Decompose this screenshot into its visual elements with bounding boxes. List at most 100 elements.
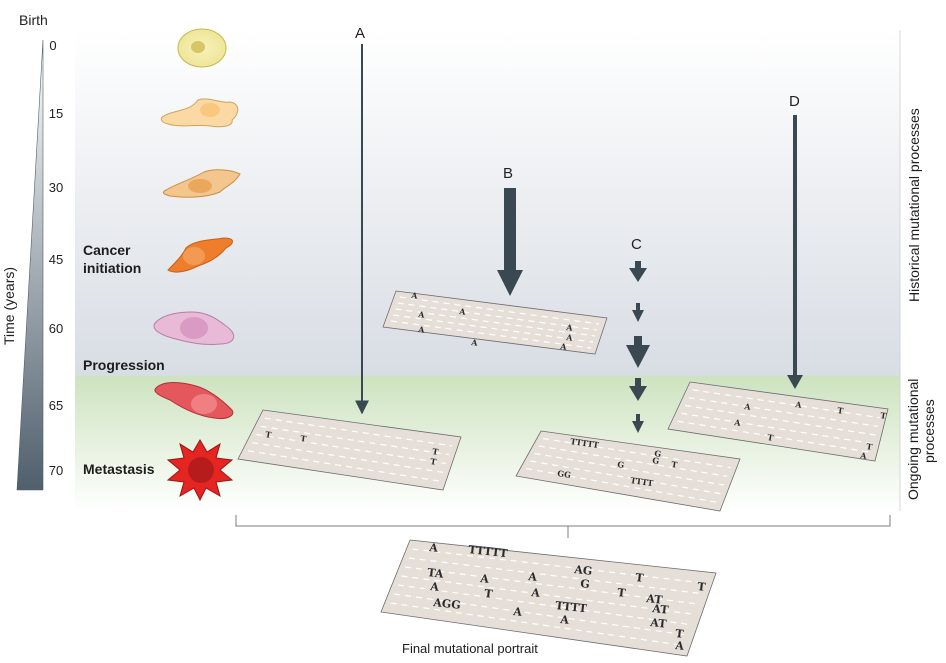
- process-b-label: B: [503, 165, 514, 182]
- genome-card-b-mutation: A: [417, 309, 426, 320]
- final-portrait-card-sheet: [380, 539, 717, 657]
- genome-card-a-mutation: T: [300, 433, 307, 444]
- final-portrait-card-mutation: G: [580, 577, 591, 591]
- tick-0: 0: [49, 38, 57, 53]
- genome-card-c-mutation: GG: [557, 468, 572, 480]
- genome-card-c-sequence-line: [538, 445, 728, 477]
- genome-card-b-sequence-line: [395, 308, 596, 337]
- normal-cell-icon: [177, 28, 227, 68]
- genome-card-a-mutation: T: [265, 429, 272, 440]
- cancer-initiation-label: Cancer initiation: [83, 242, 142, 276]
- final-portrait-card-mutation: A: [527, 570, 538, 584]
- progression-label: Progression: [83, 357, 165, 373]
- genome-card-a-sequence-line: [264, 417, 453, 447]
- final-portrait-card-mutation: A: [512, 605, 523, 619]
- genome-card-d-mutation: A: [733, 417, 742, 428]
- final-portrait-card-sequence-line: [405, 566, 700, 605]
- merge-bracket: [235, 515, 891, 538]
- final-portrait-card-mutation: A: [559, 613, 570, 627]
- time-axis-title: Time (years): [1, 266, 17, 345]
- final-portrait-card-mutation: T: [697, 580, 707, 594]
- final-portrait-card-mutation: T: [675, 627, 685, 641]
- genome-card-b-sequence-line: [399, 296, 600, 325]
- genome-card-b-mutation: A: [470, 337, 479, 348]
- initiated-cell-icon: [167, 237, 233, 273]
- genome-card-b-sequence-line: [397, 302, 598, 331]
- process-d-label: D: [789, 93, 800, 110]
- genome-card-d-mutation: A: [794, 399, 803, 410]
- mutated-cell-15-icon: [160, 98, 239, 128]
- genome-card-c-mutation: G: [617, 459, 625, 470]
- final-portrait-card-sequence-line: [408, 557, 703, 595]
- genome-card-c-mutation: T: [671, 459, 678, 470]
- birth-label: Birth: [19, 12, 48, 28]
- final-portrait-card-mutation: TA: [427, 566, 445, 581]
- tick-45: 45: [48, 252, 64, 267]
- tick-60: 60: [48, 321, 64, 336]
- genome-card-a-mutation: T: [432, 446, 439, 457]
- final-portrait-card-sequence-line: [401, 575, 696, 616]
- final-portrait-caption: Final mutational portrait: [402, 641, 538, 656]
- final-portrait-card-mutation: A: [479, 572, 490, 586]
- final-portrait-card-mutation: T: [635, 571, 645, 585]
- metastatic-cell-icon: [166, 439, 234, 502]
- genome-card-a-mutation: T: [430, 456, 437, 467]
- genome-card-b-mutation: A: [559, 341, 568, 352]
- final-portrait-card-sequence-line: [394, 593, 689, 636]
- genome-card-b-sequence-line: [391, 320, 592, 349]
- process-c-label: C: [631, 236, 642, 253]
- invasive-cell-icon: [154, 382, 234, 419]
- genome-card-d-mutation: T: [880, 410, 887, 421]
- final-portrait-card-sequence-line: [412, 548, 707, 584]
- final-portrait-card-mutation: T: [617, 586, 627, 600]
- final-portrait-card-mutation: AT: [651, 602, 670, 617]
- genome-card-b-sequence-line: [393, 314, 594, 343]
- final-portrait-card-mutation: TTTT: [555, 599, 589, 615]
- progressing-cell-icon: [153, 311, 235, 345]
- genome-card-b-mutation: A: [458, 306, 467, 317]
- tick-70: 70: [48, 463, 64, 478]
- genome-card-a-sheet: [237, 409, 462, 491]
- genome-card-d-sheet: [667, 381, 889, 462]
- mutated-cell-30-icon: [162, 169, 241, 198]
- genome-card-a-sequence-line: [260, 425, 450, 456]
- final-portrait-card-mutation: A: [428, 541, 439, 555]
- final-portrait-card-mutation: A: [429, 580, 440, 594]
- genome-card-c-mutation: TTTTT: [570, 436, 600, 450]
- ongoing-phase-label-1: Ongoing mutational: [905, 378, 921, 500]
- genome-card-d-mutation: T: [767, 432, 774, 443]
- final-portrait-card-mutation: AGG: [432, 596, 462, 612]
- final-portrait-card-mutation: AT: [645, 592, 664, 607]
- process-a-label: A: [355, 25, 366, 42]
- genome-card-a-sequence-line: [256, 433, 447, 465]
- genome-card-d-mutation: T: [837, 405, 844, 416]
- final-portrait-card-mutation: A: [530, 586, 541, 600]
- genome-card-d-sequence-line: [688, 397, 878, 427]
- final-portrait-card-mutation: TTTTT: [468, 543, 509, 560]
- genome-card-b-mutation: A: [417, 324, 426, 335]
- genome-card-c-mutation: G: [652, 455, 660, 466]
- process-b-arrow: [497, 188, 523, 296]
- final-portrait-card-sequence-line: [397, 584, 692, 626]
- genome-card-d-sequence-line: [692, 389, 880, 419]
- genome-card-b-mutation: A: [565, 322, 574, 333]
- tick-30: 30: [48, 180, 64, 195]
- time-wedge: [16, 39, 44, 491]
- metastasis-label: Metastasis: [83, 461, 155, 477]
- genome-card-d-mutation: T: [866, 441, 873, 452]
- genome-card-c-mutation: G: [654, 448, 662, 459]
- final-portrait-card-mutation: A: [674, 639, 685, 653]
- final-portrait-card-mutation: T: [484, 587, 494, 601]
- genome-card-b-mutation: A: [410, 290, 419, 301]
- genome-card-b-mutation: A: [565, 332, 574, 343]
- tick-65: 65: [48, 398, 64, 413]
- final-portrait-card-mutation: AT: [649, 616, 668, 631]
- genome-card-d-mutation: A: [743, 401, 752, 412]
- genome-card-c-mutation: TTTT: [630, 475, 654, 488]
